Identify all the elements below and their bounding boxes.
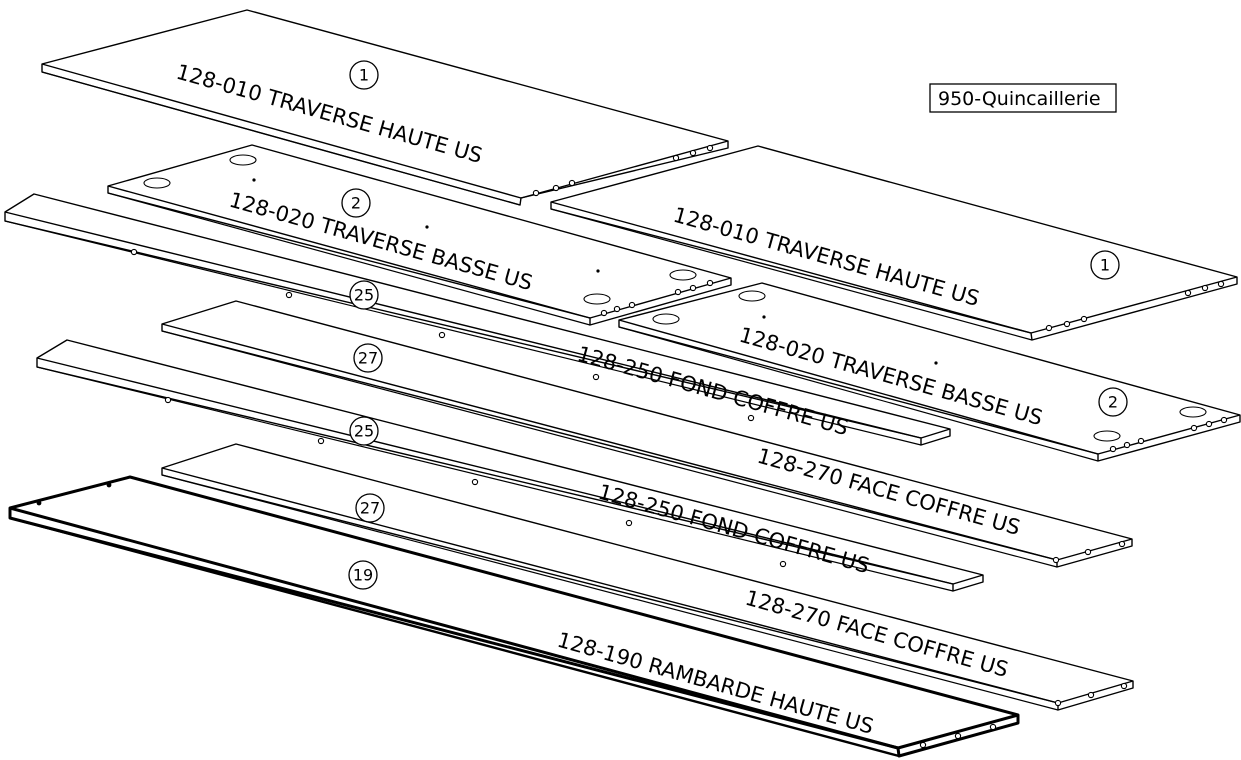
hardware-box-label: 950-Quincaillerie [938, 88, 1101, 110]
edge-holes [532, 144, 714, 197]
edge-holes [600, 279, 714, 317]
hardware-box: 950-Quincaillerie [929, 83, 1117, 113]
callout-1: 1 [349, 60, 379, 90]
callout-1: 1 [1090, 250, 1120, 280]
callout-27: 27 [355, 493, 385, 523]
callout-19: 19 [348, 560, 378, 590]
callout-25: 25 [349, 416, 379, 446]
callout-2: 2 [1098, 387, 1128, 417]
edge-holes [1109, 416, 1228, 453]
callout-number: 25 [354, 422, 374, 441]
edge-holes [1045, 280, 1225, 332]
edge-holes [1052, 540, 1126, 564]
panel-traverse-haute-1: 1 128-010 TRAVERSE HAUTE US [41, 9, 729, 206]
callout-2: 2 [341, 188, 371, 218]
callout-number: 2 [1108, 393, 1118, 412]
callout-25: 25 [349, 280, 379, 310]
callout-27: 27 [353, 343, 383, 373]
callout-number: 1 [1100, 256, 1110, 275]
callout-number: 27 [360, 499, 380, 518]
top-holes [164, 396, 787, 568]
callout-number: 2 [351, 194, 361, 213]
callout-number: 19 [353, 566, 373, 585]
edge-holes [1054, 682, 1128, 707]
edge-holes [919, 723, 997, 749]
top-holes [130, 248, 755, 422]
callout-number: 25 [354, 286, 374, 305]
callout-number: 27 [358, 349, 378, 368]
callout-number: 1 [359, 66, 369, 85]
